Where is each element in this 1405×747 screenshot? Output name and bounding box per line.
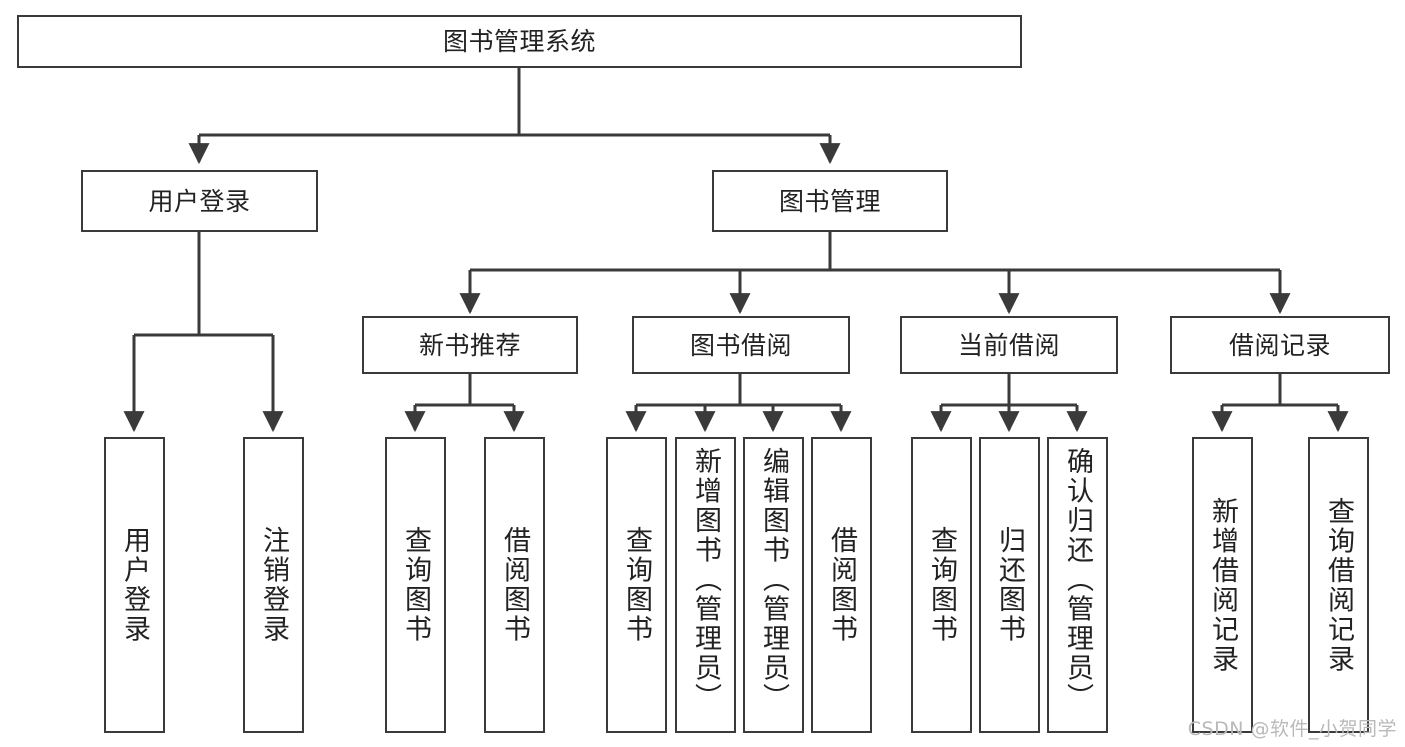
node-current-borrow[interactable]: 当前借阅 xyxy=(900,316,1118,374)
node-leaf-query-book-3-label: 查询图书 xyxy=(926,526,957,644)
node-root[interactable]: 图书管理系统 xyxy=(17,15,1022,68)
node-leaf-add-book-label: 新增图书（管理员） xyxy=(690,447,721,713)
node-leaf-return-book-label: 归还图书 xyxy=(994,526,1025,644)
node-leaf-query-book-2-label: 查询图书 xyxy=(621,526,652,644)
node-book-borrow[interactable]: 图书借阅 xyxy=(632,316,850,374)
node-current-borrow-label: 当前借阅 xyxy=(957,330,1060,360)
node-leaf-logout-label: 注销登录 xyxy=(258,526,289,644)
node-leaf-add-book[interactable]: 新增图书（管理员） xyxy=(675,437,736,733)
node-book-borrow-label: 图书借阅 xyxy=(689,330,792,360)
node-root-label: 图书管理系统 xyxy=(442,27,596,56)
node-leaf-confirm-return[interactable]: 确认归还（管理员） xyxy=(1047,437,1108,733)
node-leaf-query-record-label: 查询借阅记录 xyxy=(1323,496,1354,674)
node-borrow-record[interactable]: 借阅记录 xyxy=(1170,316,1390,374)
node-user-login-label: 用户登录 xyxy=(148,186,251,216)
node-book-management[interactable]: 图书管理 xyxy=(712,170,948,232)
node-user-login[interactable]: 用户登录 xyxy=(81,170,318,232)
node-leaf-query-book-1-label: 查询图书 xyxy=(400,526,431,644)
node-leaf-logout[interactable]: 注销登录 xyxy=(243,437,304,733)
node-new-book-recommend-label: 新书推荐 xyxy=(418,330,521,360)
node-leaf-borrow-book-2[interactable]: 借阅图书 xyxy=(811,437,872,733)
node-leaf-add-record-label: 新增借阅记录 xyxy=(1207,496,1238,674)
node-leaf-edit-book-label: 编辑图书（管理员） xyxy=(758,447,789,713)
node-leaf-query-book-3[interactable]: 查询图书 xyxy=(911,437,972,733)
csdn-watermark: CSDN @软件_小贺同学 xyxy=(1187,718,1397,740)
node-leaf-user-login[interactable]: 用户登录 xyxy=(104,437,165,733)
node-leaf-borrow-book-2-label: 借阅图书 xyxy=(826,526,857,644)
node-leaf-user-login-label: 用户登录 xyxy=(119,526,150,644)
node-leaf-confirm-return-label: 确认归还（管理员） xyxy=(1062,447,1093,713)
node-leaf-return-book[interactable]: 归还图书 xyxy=(979,437,1040,733)
node-leaf-edit-book[interactable]: 编辑图书（管理员） xyxy=(743,437,804,733)
node-leaf-query-record[interactable]: 查询借阅记录 xyxy=(1308,437,1369,733)
node-leaf-borrow-book-1[interactable]: 借阅图书 xyxy=(484,437,545,733)
node-leaf-query-book-1[interactable]: 查询图书 xyxy=(385,437,446,733)
node-leaf-add-record[interactable]: 新增借阅记录 xyxy=(1192,437,1253,733)
node-leaf-borrow-book-1-label: 借阅图书 xyxy=(499,526,530,644)
node-borrow-record-label: 借阅记录 xyxy=(1228,330,1331,360)
node-leaf-query-book-2[interactable]: 查询图书 xyxy=(606,437,667,733)
node-book-management-label: 图书管理 xyxy=(778,186,881,216)
node-new-book-recommend[interactable]: 新书推荐 xyxy=(362,316,578,374)
